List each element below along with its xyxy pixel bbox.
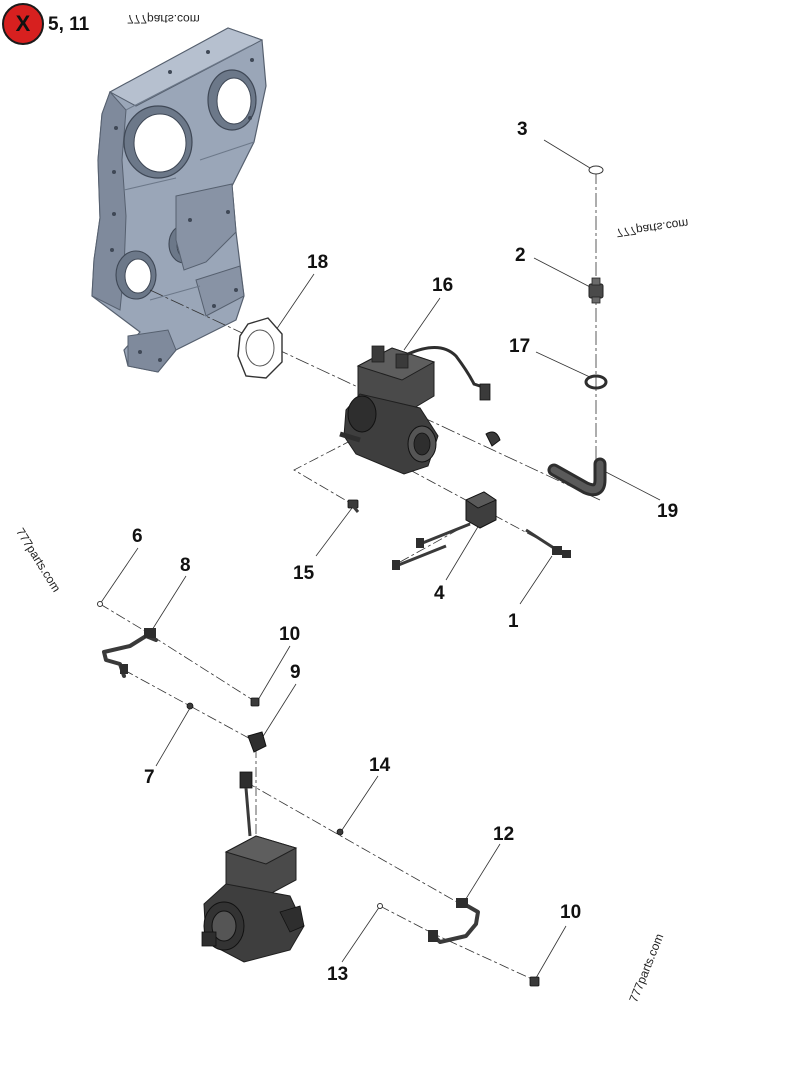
bracket-part-4[interactable] <box>465 491 497 529</box>
hose-clamp-part-17[interactable] <box>584 374 608 390</box>
callout-8[interactable]: 8 <box>180 555 191 576</box>
gasket-part-18[interactable] <box>237 317 283 379</box>
callout-12[interactable]: 12 <box>493 824 515 845</box>
seal-part-13[interactable] <box>377 903 383 909</box>
callout-19[interactable]: 19 <box>657 501 679 522</box>
callout-9[interactable]: 9 <box>290 662 301 683</box>
fitting-part-10-lower[interactable] <box>529 976 540 987</box>
reference-numbers: 5, 11 <box>48 14 90 35</box>
bolt-part-15[interactable] <box>347 499 360 513</box>
callout-1[interactable]: 1 <box>508 611 519 632</box>
callout-18[interactable]: 18 <box>307 252 329 273</box>
callout-6[interactable]: 6 <box>132 526 143 547</box>
callout-14[interactable]: 14 <box>369 755 391 776</box>
tube-part-8[interactable] <box>102 628 158 678</box>
air-compressor-assembly-16[interactable] <box>339 345 501 475</box>
callout-15[interactable]: 15 <box>293 563 315 584</box>
connector-part-9[interactable] <box>247 731 267 753</box>
seal-part-7[interactable] <box>186 702 194 710</box>
watermark-top: 777parts.com <box>127 12 200 26</box>
callout-17[interactable]: 17 <box>509 336 531 357</box>
hose-elbow-part-19[interactable] <box>547 457 607 497</box>
o-ring-part-3[interactable] <box>588 165 604 175</box>
fitting-part-10-upper[interactable] <box>250 697 260 707</box>
callout-4[interactable]: 4 <box>434 583 445 604</box>
callout-7[interactable]: 7 <box>144 767 155 788</box>
washer-part-14[interactable] <box>336 828 344 836</box>
bolts-part-1[interactable] <box>392 522 571 570</box>
callout-13[interactable]: 13 <box>327 964 349 985</box>
callout-10-lower[interactable]: 10 <box>560 902 582 923</box>
gear-housing-cover[interactable] <box>91 27 267 373</box>
tube-part-12[interactable] <box>428 898 480 944</box>
callout-10-upper[interactable]: 10 <box>279 624 301 645</box>
air-compressor-lower[interactable] <box>201 771 305 963</box>
callout-3[interactable]: 3 <box>517 119 528 140</box>
callout-16[interactable]: 16 <box>432 275 454 296</box>
seal-part-6[interactable] <box>97 601 103 607</box>
close-icon: X <box>15 11 31 36</box>
close-button[interactable]: X <box>2 3 44 45</box>
fitting-part-2[interactable] <box>588 277 604 304</box>
callout-2[interactable]: 2 <box>515 245 526 266</box>
